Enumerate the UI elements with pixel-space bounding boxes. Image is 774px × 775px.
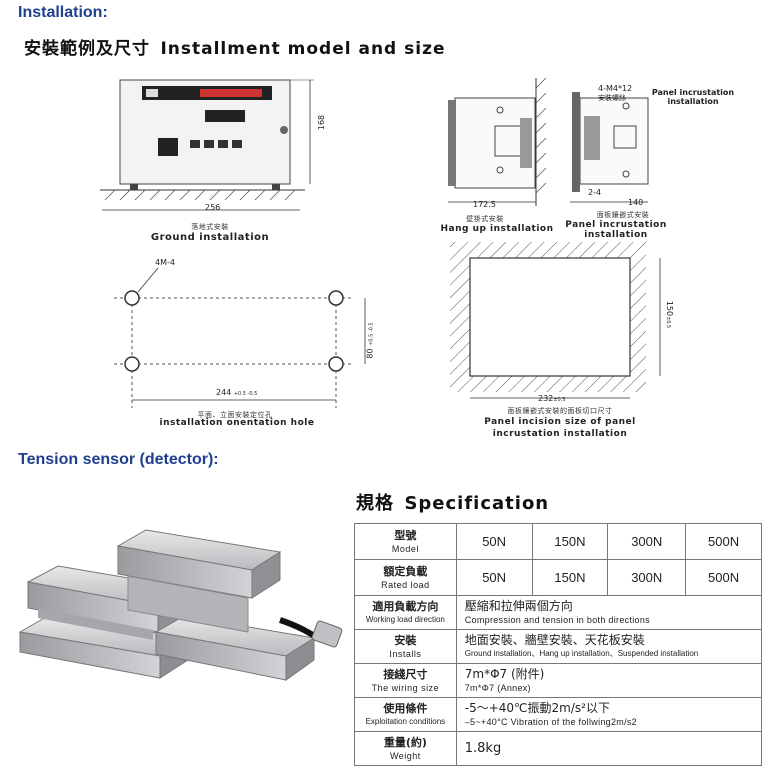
cutout-drawing [450,242,661,399]
table-cell: 50N [455,559,533,596]
spec-title-en: Specification [404,493,550,514]
spec-title-zh: 規格 [356,493,394,514]
panel-callout-zh: 安裝螺絲 [598,94,626,102]
table-cell: 1.8kg [455,731,763,766]
table-row: 重量(約)Weight 1.8kg [354,731,763,766]
table-cell: 500N [685,559,762,596]
panel-callout: 4-M4*12 [598,84,633,93]
hang-caption-zh: 壁掛式安裝 [466,215,504,223]
ground-installation-drawing [100,79,314,211]
table-cell: 150N [531,523,609,560]
table-cell: 150N [531,559,609,596]
holes-caption-zh: 平面、立面安裝定位孔 [197,411,273,419]
table-cell: -5～+40℃振動2m/s²以下–5~+40°C Vibration of th… [455,697,763,732]
installation-heading: Installation: [18,4,108,21]
panel-gap-dim: 2-4 [588,188,602,197]
section-title-zh: 安裝範例及尺寸 [24,39,150,59]
table-cell: 7m*Φ7 (附件)7m*Φ7 (Annex) [455,663,763,698]
panel-caption-zh: 面板鑲嵌式安裝 [596,211,650,219]
panel-title: Panel incrustation installation [651,88,735,106]
hang-installation-drawing [448,78,547,206]
cutout-height-dim: 150±0.5 [665,300,675,329]
ground-width-dim: 256 [205,203,221,212]
panel-width-dim: 140 [628,198,644,207]
panel-installation-drawing [570,92,649,203]
spec-title: 規格 Specification [356,489,549,515]
sensor-heading: Tension sensor (detector): [18,451,219,468]
cutout-caption-en: Panel incision size of panel incrustatio… [484,417,636,439]
holes-height-dim: 80 +0.5 -0.5 [365,322,375,359]
section-title: 安裝範例及尺寸 Installment model and size [24,34,446,59]
cutout-width-dim: 232±0.5 [538,394,566,403]
table-cell: 300N [607,559,687,596]
holes-width-dim: 244 +0.5 -0.5 [216,388,258,397]
hang-caption-en: Hang up installation [440,224,554,234]
ground-caption-zh: 落地式安裝 [191,223,229,231]
hang-width-dim: 172.5 [473,200,496,209]
sensor-photo [18,529,343,681]
table-cell: 50N [455,523,533,560]
table-cell: 300N [607,523,687,560]
holes-caption-en: installation onentation hole [159,418,315,428]
holes-callout: 4M-4 [155,258,175,267]
ground-caption-en: Ground installation [150,232,270,243]
ground-height-dim: 168 [317,114,327,131]
row-label: 重量(約)Weight [354,731,457,766]
cutout-caption-zh: 面板鑲嵌式安裝的面板切口尺寸 [507,407,613,415]
holes-drawing [114,267,366,408]
table-cell: 500N [685,523,762,560]
panel-caption-en: Panel incrustation installation [565,220,667,240]
section-title-en: Installment model and size [160,39,446,59]
